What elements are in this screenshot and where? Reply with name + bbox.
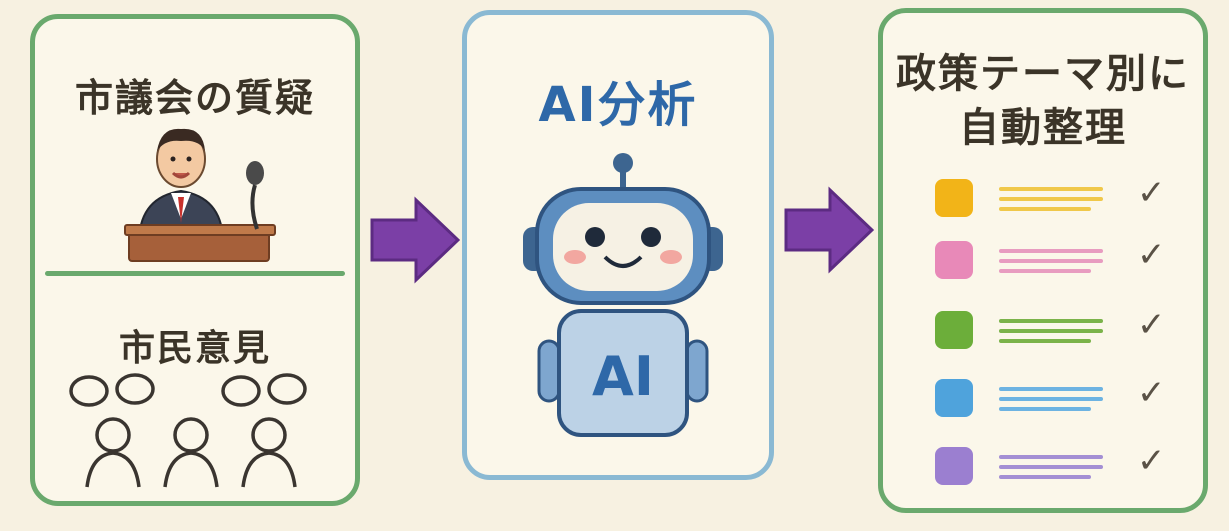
text-line (999, 475, 1091, 479)
auto-organize-title: 自動整理 (959, 105, 1127, 151)
text-line (999, 249, 1103, 253)
text-line (999, 259, 1103, 263)
text-line (999, 465, 1103, 469)
microphone-icon (246, 161, 264, 230)
text-line (999, 407, 1091, 411)
policy-theme-title: 政策テーマ別に (896, 51, 1190, 97)
text-line (999, 455, 1103, 459)
text-line (999, 197, 1103, 201)
citizen-opinions-title: 市民意見 (118, 328, 271, 369)
robot-icon (523, 153, 723, 437)
checkmark-icon: ✓ (1137, 235, 1166, 275)
speaker-at-podium-icon (124, 128, 276, 262)
text-line (999, 319, 1103, 323)
color-swatch-icon (935, 241, 973, 279)
panel-divider (45, 271, 345, 276)
ai-analysis-title: AI分析 (538, 77, 698, 133)
checkmark-icon: ✓ (1137, 173, 1166, 213)
color-swatch-icon (935, 311, 973, 349)
theme-row-4: ✓ (883, 373, 1213, 423)
checkmark-icon: ✓ (1137, 373, 1166, 413)
citizens-group-icon (69, 373, 307, 488)
theme-row-2: ✓ (883, 235, 1213, 285)
arrow-right-icon (784, 186, 874, 274)
text-line (999, 397, 1103, 401)
theme-row-5: ✓ (883, 441, 1213, 491)
arrow-right-icon (370, 196, 460, 284)
text-line (999, 269, 1091, 273)
checkmark-icon: ✓ (1137, 305, 1166, 345)
color-swatch-icon (935, 447, 973, 485)
text-line (999, 387, 1103, 391)
council-panel: 市議会の質疑 市民意見 (30, 14, 360, 506)
text-line (999, 187, 1103, 191)
color-swatch-icon (935, 179, 973, 217)
text-line (999, 339, 1091, 343)
council-questions-title: 市議会の質疑 (74, 76, 315, 120)
text-line (999, 329, 1103, 333)
theme-row-3: ✓ (883, 305, 1213, 355)
ai-analysis-panel: AI分析 AI (462, 10, 774, 480)
checkmark-icon: ✓ (1137, 441, 1166, 481)
color-swatch-icon (935, 379, 973, 417)
policy-theme-panel: 政策テーマ別に 自動整理 ✓ ✓ ✓ ✓ ✓ (878, 8, 1208, 513)
text-line (999, 207, 1091, 211)
robot-body-label: AI (592, 345, 654, 408)
theme-row-1: ✓ (883, 173, 1213, 223)
